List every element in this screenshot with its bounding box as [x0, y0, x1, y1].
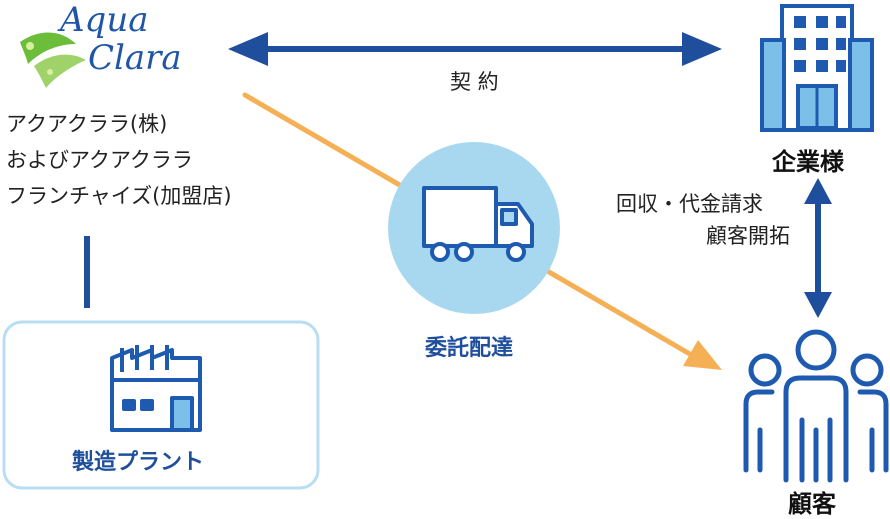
company-line-2: およびアクアクララ	[6, 148, 193, 172]
contract-arrow	[228, 32, 722, 66]
factory-icon	[110, 345, 202, 432]
enterprise-label: 企業様	[772, 148, 844, 176]
collection-label-line1: 回収・代金請求	[616, 192, 763, 216]
company-line-1: アクアクララ(株)	[6, 112, 168, 136]
logo-wordmark-clara: Clara	[88, 38, 182, 78]
plant-label: 製造プラント	[72, 450, 205, 475]
customers-icon	[743, 329, 889, 483]
aqua-clara-logo-icon	[20, 32, 86, 88]
truck-icon	[422, 186, 534, 262]
company-description: アクアクララ(株) およびアクアクララ フランチャイズ(加盟店)	[6, 106, 232, 214]
plant-connector-line	[84, 236, 90, 308]
delivery-label: 委託配達	[425, 336, 514, 361]
collection-arrow	[804, 178, 832, 318]
logo-wordmark-aqua: Aqua	[60, 0, 149, 40]
contract-label: 契 約	[450, 70, 499, 94]
building-icon	[760, 4, 874, 132]
company-line-3: フランチャイズ(加盟店)	[6, 184, 232, 208]
customers-label: 顧客	[788, 490, 836, 518]
collection-label-line2: 顧客開拓	[706, 224, 790, 248]
